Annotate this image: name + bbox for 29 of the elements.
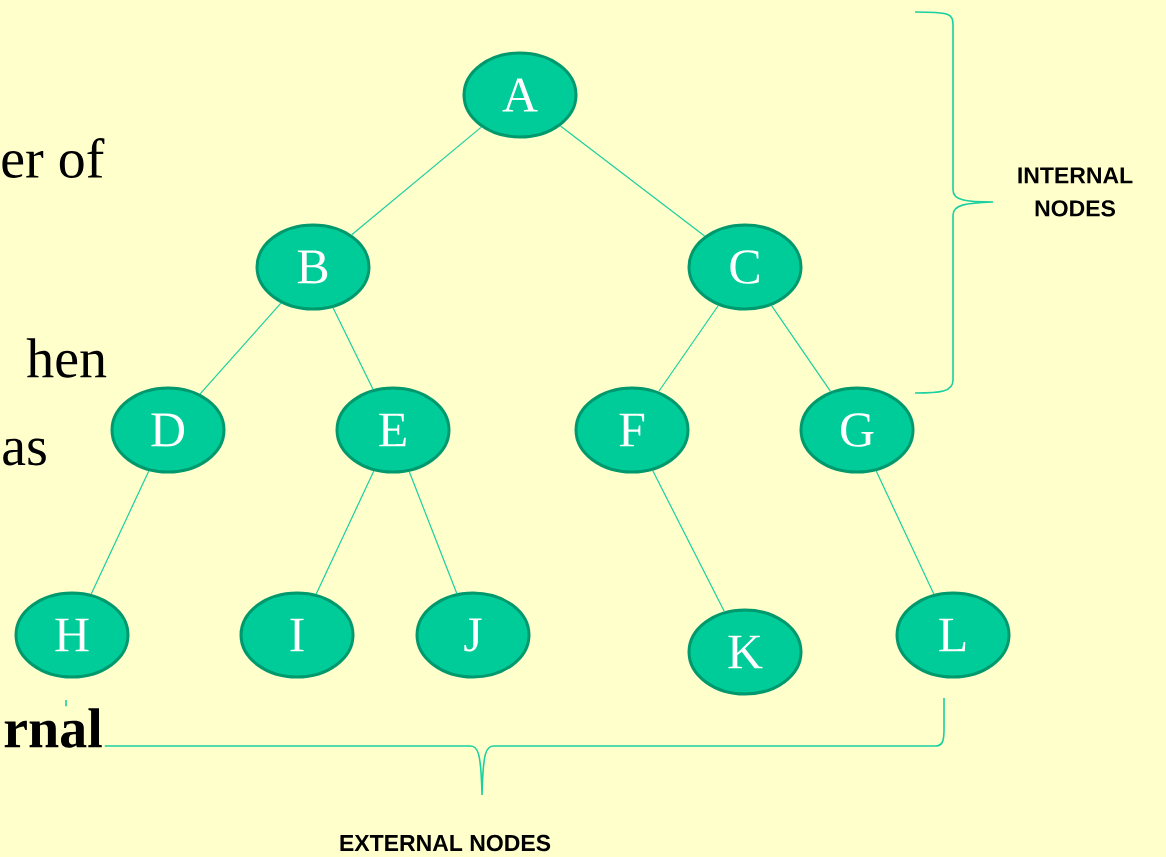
- tree-node: B: [255, 223, 371, 311]
- connector-line: [770, 305, 832, 392]
- tree-node: D: [110, 386, 226, 474]
- text-label: er of: [2, 138, 105, 178]
- tree-node: L: [895, 591, 1011, 679]
- tree-node: E: [335, 386, 451, 474]
- tree-node: H: [14, 591, 130, 679]
- connector-line: [408, 471, 458, 594]
- text-label: EXTERNAL NODES: [340, 834, 551, 852]
- connector-line: [315, 470, 375, 595]
- connector-line: [90, 470, 150, 595]
- connector-line: [652, 470, 725, 612]
- connector-line: [199, 302, 282, 395]
- text-label: rnal: [1, 706, 105, 750]
- tree-node: C: [687, 223, 803, 311]
- tree-node: F: [574, 386, 690, 474]
- tree-node: I: [239, 591, 355, 679]
- connector-line: [658, 304, 719, 393]
- tree-node: J: [415, 591, 531, 679]
- text-label: INTERNAL NODES: [1018, 167, 1133, 217]
- connector-line: [351, 126, 482, 236]
- connector-line: [875, 470, 935, 595]
- connector-line: [559, 125, 706, 237]
- text-label: hen: [26, 338, 107, 378]
- tree-node: K: [687, 608, 803, 696]
- text-label: as: [3, 438, 46, 466]
- connector-line: [332, 307, 374, 390]
- tree-node: G: [799, 386, 915, 474]
- tree-node: A: [462, 51, 578, 139]
